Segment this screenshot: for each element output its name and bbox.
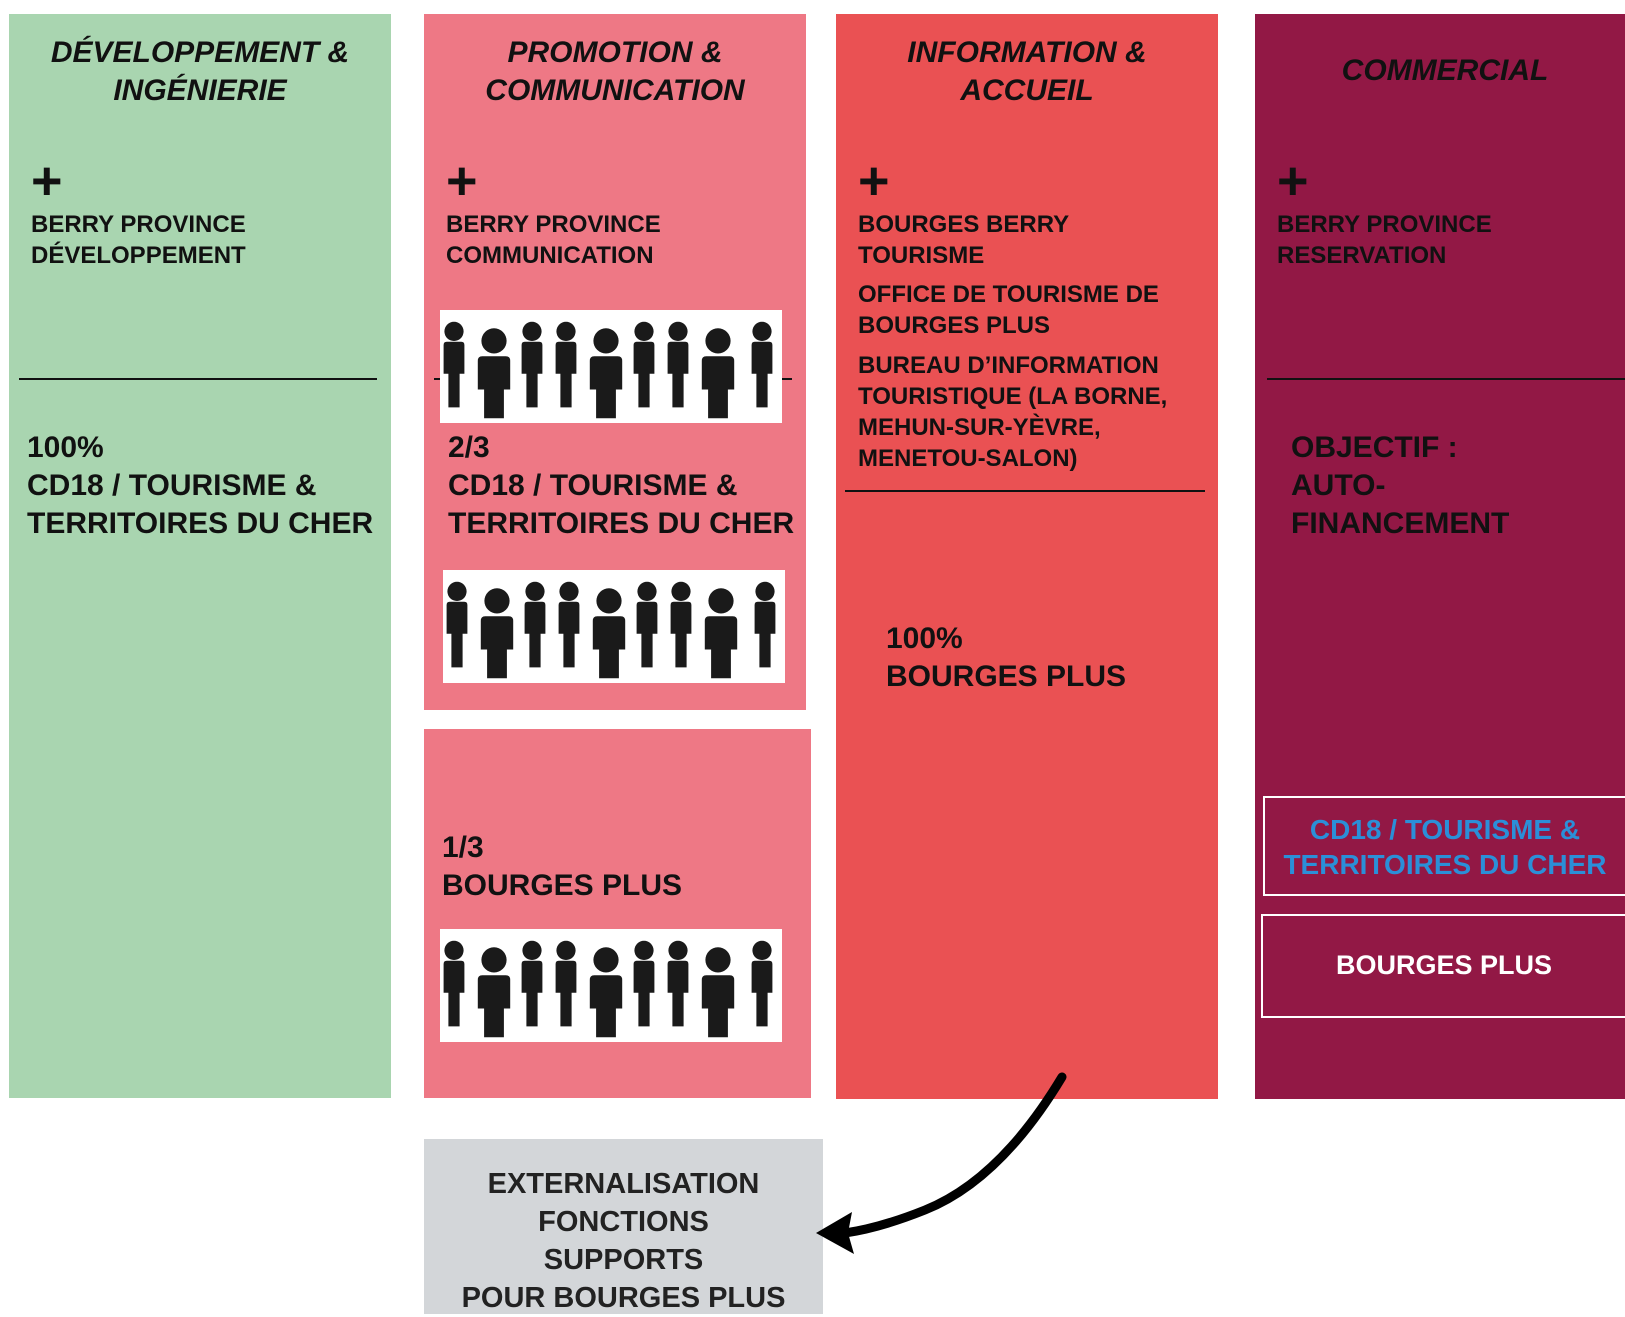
entity-name: BERRY PROVINCE COMMUNICATION (446, 209, 661, 271)
people-group-icon (440, 310, 782, 423)
entity-line: DÉVELOPPEMENT (31, 242, 246, 269)
entity-line: BUREAU D’INFORMATION (858, 352, 1159, 379)
people-group-icon (443, 570, 785, 683)
entity-name: BOURGES BERRY TOURISME (858, 209, 1069, 271)
entity-line: BERRY PROVINCE (31, 211, 246, 238)
title-line: COMMERCIAL (1341, 54, 1549, 87)
support-line: EXTERNALISATION (487, 1168, 760, 1200)
entity-line: BOURGES BERRY (858, 211, 1070, 238)
funding-line: TERRITOIRES DU CHER (27, 507, 374, 540)
funding-share: 100% (27, 431, 104, 464)
box-line: TERRITOIRES DU CHER (1283, 849, 1607, 880)
column-title: INFORMATION & ACCUEIL (836, 34, 1218, 110)
title-line: INFORMATION & (907, 36, 1147, 69)
promotion-bourges-share-panel: 1/3 BOURGES PLUS (424, 729, 811, 1098)
funding-text: 2/3 CD18 / TOURISME & TERRITOIRES DU CHE… (448, 429, 794, 543)
funding-line: BOURGES PLUS (442, 869, 683, 902)
funding-line: CD18 / TOURISME & (27, 469, 317, 502)
divider (19, 378, 377, 380)
entity-name: BERRY PROVINCE RESERVATION (1277, 209, 1492, 271)
funding-share: 1/3 (442, 831, 484, 864)
entity-line: BERRY PROVINCE (446, 211, 661, 238)
title-line: ACCUEIL (960, 74, 1094, 107)
entity-line: COMMUNICATION (446, 242, 654, 269)
entity-line: TOURISTIQUE (LA BORNE, (858, 383, 1168, 410)
column-title: PROMOTION & COMMUNICATION (424, 34, 806, 110)
funding-line: TERRITOIRES DU CHER (448, 507, 795, 540)
box-line: BOURGES PLUS (1335, 950, 1553, 980)
divider (845, 490, 1205, 492)
support-line: POUR BOURGES PLUS (461, 1282, 786, 1314)
funding-text: 100% CD18 / TOURISME & TERRITOIRES DU CH… (27, 429, 373, 543)
plus-icon: + (446, 151, 478, 211)
funding-text: 100% BOURGES PLUS (886, 620, 1126, 696)
title-line: PROMOTION & (507, 36, 723, 69)
plus-icon: + (31, 151, 63, 211)
entity-line: MENETOU-SALON) (858, 445, 1078, 472)
entity-name: BUREAU D’INFORMATION TOURISTIQUE (LA BOR… (858, 350, 1167, 474)
funding-box-bourges: BOURGES PLUS (1261, 914, 1625, 1018)
funding-line: BOURGES PLUS (886, 660, 1127, 693)
column-title: DÉVELOPPEMENT & INGÉNIERIE (9, 34, 391, 110)
funding-text: 1/3 BOURGES PLUS (442, 829, 682, 905)
support-line: FONCTIONS (538, 1206, 709, 1238)
column-information: INFORMATION & ACCUEIL + BOURGES BERRY TO… (836, 14, 1218, 1099)
objective-line: OBJECTIF : (1291, 431, 1458, 464)
curved-arrow-icon (816, 1072, 1067, 1254)
entity-line: MEHUN-SUR-YÈVRE, (858, 414, 1101, 441)
title-line: INGÉNIERIE (113, 74, 287, 107)
divider (1267, 378, 1625, 380)
funding-line: CD18 / TOURISME & (448, 469, 738, 502)
entity-name: OFFICE DE TOURISME DE BOURGES PLUS (858, 279, 1159, 341)
plus-icon: + (858, 151, 890, 211)
entity-name: BERRY PROVINCE DÉVELOPPEMENT (31, 209, 246, 271)
funding-share: 100% (886, 622, 963, 655)
objective-line: AUTO- (1291, 469, 1386, 502)
column-developpement: DÉVELOPPEMENT & INGÉNIERIE + BERRY PROVI… (9, 14, 391, 1098)
column-commercial: COMMERCIAL + BERRY PROVINCE RESERVATION … (1255, 14, 1625, 1099)
entity-line: OFFICE DE TOURISME DE (858, 281, 1159, 308)
box-line: CD18 / TOURISME & (1309, 814, 1581, 845)
support-line: SUPPORTS (543, 1244, 704, 1276)
funding-box-cd18: CD18 / TOURISME & TERRITOIRES DU CHER (1263, 796, 1625, 896)
entity-line: RESERVATION (1277, 242, 1447, 269)
funding-share: 2/3 (448, 431, 490, 464)
plus-icon: + (1277, 151, 1309, 211)
entity-line: BERRY PROVINCE (1277, 211, 1492, 238)
objective-text: OBJECTIF : AUTO- FINANCEMENT (1291, 429, 1509, 543)
title-line: DÉVELOPPEMENT & (50, 36, 350, 69)
title-line: COMMUNICATION (485, 74, 745, 107)
support-functions-box: EXTERNALISATION FONCTIONS SUPPORTS POUR … (424, 1139, 823, 1314)
column-title: COMMERCIAL (1255, 52, 1625, 90)
column-promotion: PROMOTION & COMMUNICATION + BERRY PROVIN… (424, 14, 806, 710)
entity-line: BOURGES PLUS (858, 312, 1051, 339)
entity-line: TOURISME (858, 242, 985, 269)
objective-line: FINANCEMENT (1291, 507, 1510, 540)
people-group-icon (440, 929, 782, 1042)
